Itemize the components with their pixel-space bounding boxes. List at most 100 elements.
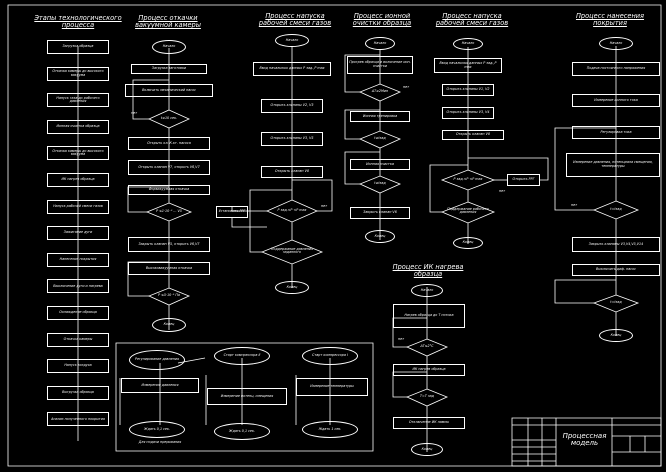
c5-open-v8: Открыть клапан V8	[442, 130, 504, 140]
stage-box: Выгрузка образца	[47, 385, 109, 400]
stage-box: Анализ полученного покрытия	[47, 412, 109, 427]
c2-load-blank: Загрузка заготовки	[131, 64, 207, 74]
title-ion-cleaning: Процесс ионной очистки образца	[352, 12, 412, 27]
bp-measure-temperature: Измерение температуры	[296, 378, 368, 396]
c2-mech-pump-on: Включить механический насос	[125, 84, 213, 97]
c2-end: Конец	[152, 318, 186, 332]
title-block	[512, 418, 661, 466]
stage-box: Нанесение покрытия	[47, 252, 109, 267]
c7-label-no: нет	[397, 337, 405, 341]
c3-open-v3-v5: Открыть клапаны V3, V5	[261, 132, 323, 146]
title-stages: Этапы технологического процесса	[34, 14, 122, 29]
c5-label-no: нет	[498, 189, 506, 193]
c3-label-no: нет	[320, 204, 328, 208]
c2-start: Начало	[152, 40, 186, 54]
c3-set-rrg: Установить РРГ	[216, 206, 248, 218]
bp-measure-pressure: Измерение давления	[121, 378, 199, 393]
bp-wait-2: Ждать 0,1 сек.	[214, 423, 270, 440]
c6-current-regulation: Регулировка тока	[572, 126, 660, 139]
c4-start: Начало	[365, 37, 395, 50]
stage-box: Ионная очистка образца	[47, 119, 109, 134]
c5-open-rrg: Открыть РРГ	[507, 174, 540, 186]
c6-diff-pump-off: Выключить диф. насос	[572, 264, 660, 276]
c5-dec-pressure: P зад.<P <P max	[453, 177, 483, 181]
c6-dec-t1: t=tзад	[610, 207, 622, 211]
c4-dec-t2: t≥tзад	[374, 181, 386, 185]
c4-dec-t1: t≥tзад	[374, 136, 386, 140]
stage-box: Напуск рабочей смеси газов	[47, 199, 109, 214]
c3-input-data: Ввод начальных данных P зад.,P max	[253, 62, 331, 76]
c6-end: Конец	[599, 329, 633, 342]
stage-box: Откачка камеры	[47, 332, 109, 347]
stage-box: Напуск газа до рабочего давления	[47, 93, 109, 108]
c7-ir-lamp-off: Отключение ИК лампы	[393, 417, 465, 429]
c4-ion-training: Ионная тренировка	[350, 111, 410, 122]
bp-pressure-control: Регулирование давления	[129, 350, 185, 370]
c4-label-no: нет	[402, 85, 410, 89]
c4-close-v6: Закрыть клапан V6	[350, 207, 410, 219]
c3-start: Начало	[275, 34, 309, 47]
bp-measure-bias: Измерение потенц. смещения	[207, 388, 287, 405]
title-gas-inlet-1: Процесс напуска рабочей смеси газов	[258, 12, 332, 27]
bp-wait-1: Ждать 0,1 сек.	[129, 421, 185, 438]
c3-end: Конец	[275, 281, 309, 294]
c5-open-v1-v2: Открыть клапаны V1, V2	[442, 84, 494, 96]
c6-const-voltage: Подача постоянного напряжения	[572, 62, 660, 76]
c2-dec-pressure: P ≤1·10⁻³ ... V5	[156, 209, 182, 213]
title-vacuum-pumping: Процесс откачки вакуумной камеры	[135, 14, 201, 29]
c5-end: Конец	[453, 237, 483, 249]
title-gas-inlet-2: Процесс напуска рабочей смеси газов	[435, 12, 509, 27]
stage-box: Загрузка образца	[47, 40, 109, 54]
c6-label-no: нет	[570, 203, 578, 207]
c2-forevacuum: Форвакуумная откачка	[128, 185, 210, 195]
c2-open-v7: Открыть клапан V7, открыть V6,V7	[128, 160, 210, 175]
bp-note: Для подачи прерывания	[138, 440, 182, 444]
c6-dec-t2: t=tзад	[610, 300, 622, 304]
c5-input-data: Ввод начальных данных P зад.,P max	[434, 58, 502, 73]
c7-start: Начало	[411, 284, 443, 297]
stage-box: Охлаждение образца	[47, 306, 109, 320]
titleblock-title: Процессная модель	[562, 432, 607, 448]
c2-label-no: нет	[130, 111, 138, 115]
c2-open-valve-pump: Открыть кл. К.кт. насоса	[128, 137, 210, 150]
c6-measure-params: Измерение давления, потенциала смещения,…	[566, 153, 660, 177]
c3-open-v8: Открыть клапан V8	[261, 166, 323, 178]
interrupt-panel	[116, 343, 373, 451]
c3-dec-maintain: Поддержание давления заданного	[270, 247, 314, 255]
c7-dec-t: T=T зад	[420, 394, 434, 398]
c4-ion-cleaning: Ионная очистка	[350, 159, 410, 170]
c3-open-v2-v3: Открыть клапаны V2, V3	[261, 99, 323, 113]
c4-dec-dt: ΔT≥2Мин	[371, 89, 389, 93]
stage-box: Откачка камеры до высокого вакуума	[47, 66, 109, 81]
c2-dec-time: t≥10 сек.	[160, 116, 178, 120]
stage-box: Зажигание дуги	[47, 226, 109, 241]
bp-start-compressor-2: Старт компрессора II	[214, 347, 270, 365]
c4-heat-sample: Прогрев образца и включение ион. очистки	[347, 56, 413, 74]
c7-end: Конец	[411, 443, 443, 456]
stage-box: Выключение дуги и нагрева	[47, 279, 109, 294]
c2-high-vacuum: Высоковакуумная откачка	[128, 262, 210, 275]
c5-dec-maintain: Поддержание рабочего давления	[447, 207, 489, 215]
c6-measure-ion-current: Измерение ионного тока	[572, 94, 660, 107]
sheet-frame	[8, 5, 661, 466]
bp-wait-3: Ждать 1 сек.	[302, 421, 358, 438]
c7-dec-dt: ΔT≤2°C	[420, 344, 434, 348]
c5-open-v3-v4: Открыть клапаны V3, V4	[442, 107, 494, 119]
stage-box: Откачка камеры до высокого вакуума	[47, 146, 109, 161]
c5-start: Начало	[453, 38, 483, 50]
title-coating: Процесс нанесения покрытия	[575, 12, 645, 27]
c2-dec-final: P ≤5·10⁻⁵ Па	[158, 293, 180, 297]
c3-dec-pressure: P зад.<P <P max	[277, 208, 307, 212]
c7-heat-sample: Нагрев образца до T потока	[393, 304, 465, 328]
c2-close-v5: Закрыть клапан V5, открыть V6,V7	[128, 237, 210, 252]
c6-start: Начало	[599, 37, 633, 50]
c4-end: Конец	[365, 230, 395, 243]
stage-box: ИК нагрев образца	[47, 173, 109, 187]
c6-close-valves: Закрыть клапаны V3,V4,V5,V14	[572, 237, 660, 252]
c7-ir-heating: ИК нагрев образца	[393, 364, 465, 376]
title-ir-heating: Процесс ИК нагрева образца	[392, 263, 464, 278]
bp-start-compressor-1: Старт компрессора I	[302, 347, 358, 365]
stage-box: Напуск воздуха	[47, 359, 109, 374]
